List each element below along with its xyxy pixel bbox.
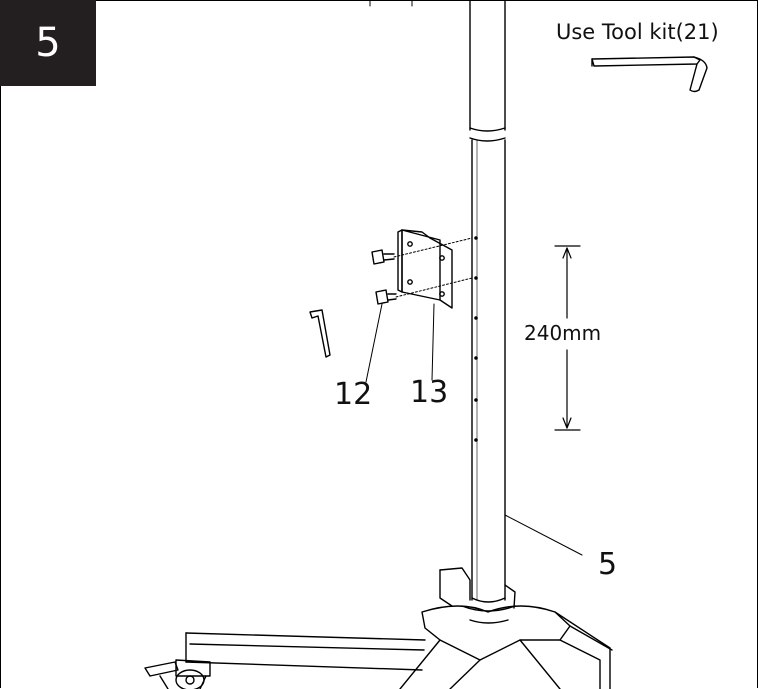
dimension-label: 240mm [524,321,602,345]
top-ticks [369,0,413,7]
caster-wheel-icon [144,659,211,689]
callout-screw-12: 12 [334,377,373,412]
base-collar [421,567,571,661]
tool-kit-label: Use Tool kit(21) [556,20,719,44]
dimension-marker [554,245,581,431]
step-number-badge: 5 [0,0,96,86]
screw-part [371,249,397,305]
callout-pole-5: 5 [598,547,618,582]
small-hex-key-icon [309,309,331,358]
hex-key-icon [591,56,708,93]
bracket-part [397,229,453,309]
pole-upper [469,0,506,142]
pole-lower [471,139,506,603]
base-legs [185,611,613,689]
callout-leaders [365,303,583,556]
pole-holes [474,236,478,442]
alignment-lines [393,237,473,298]
callout-bracket-13: 13 [410,375,449,410]
